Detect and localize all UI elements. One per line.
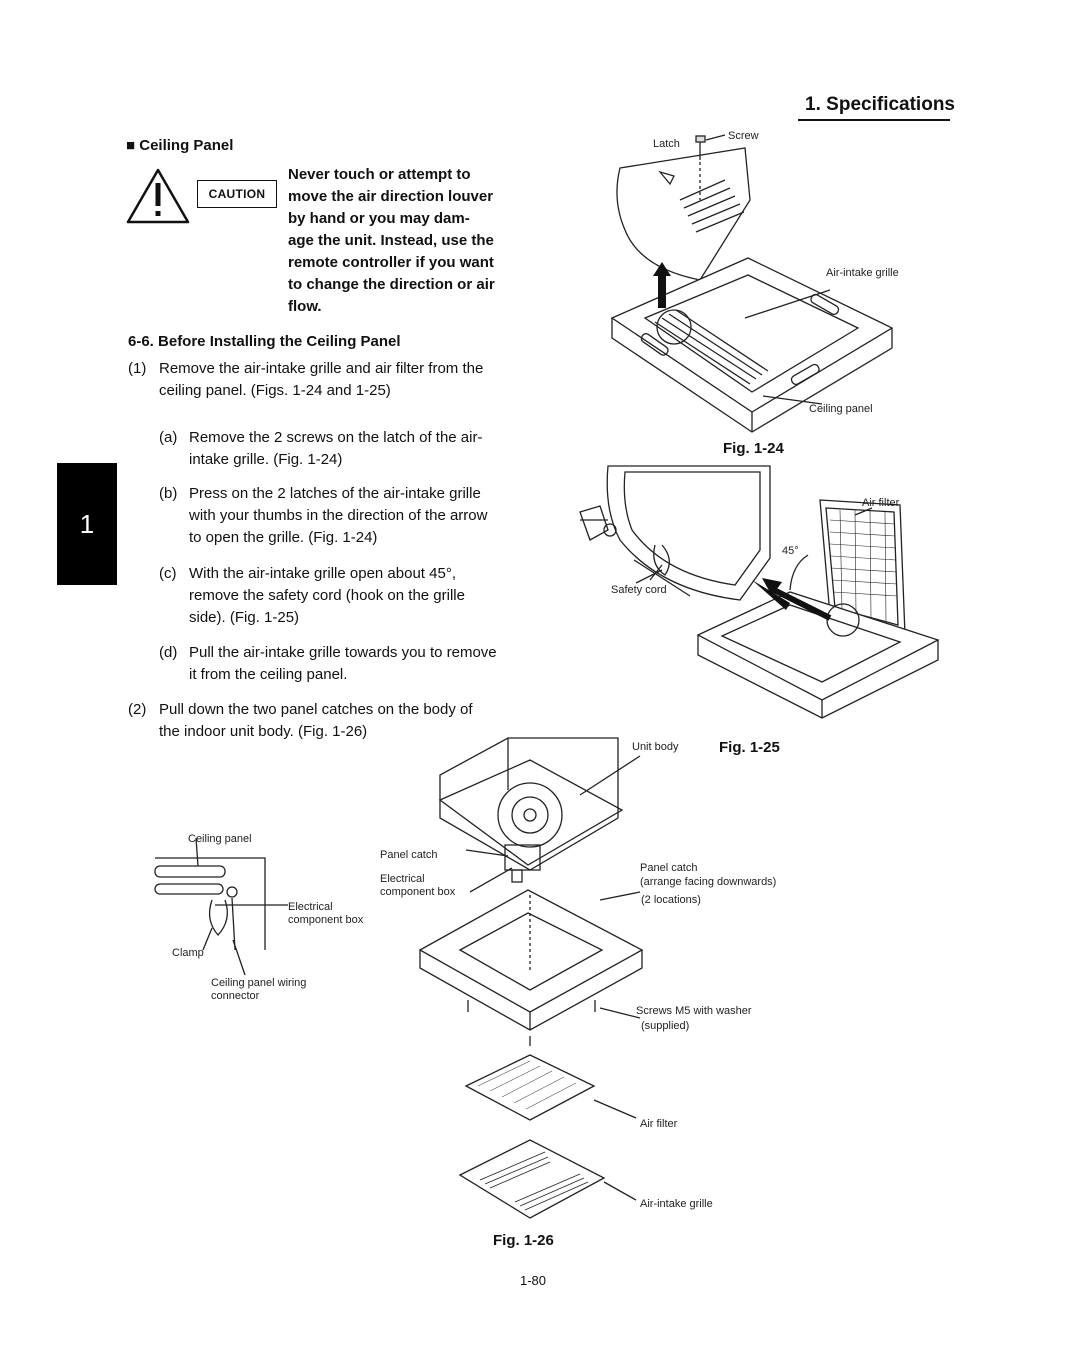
chapter-tab: 1 [57,463,117,585]
fig26-electrical-box-label: component box [380,886,456,898]
fig24-latch-label: Latch [653,138,680,150]
fig26-air-filter-label: Air filter [640,1118,678,1130]
step-marker: (d) [159,644,178,661]
fig26-ceiling-panel-label: Ceiling panel [188,833,252,845]
fig26-clamp-label: Clamp [172,947,204,959]
fig25-angle-label: 45° [782,545,799,557]
fig25-safety-cord-label: Safety cord [611,584,667,596]
step-text-line: Pull the air-intake grille towards you t… [189,644,497,661]
fig26-unit-body-label: Unit body [632,741,679,753]
step-marker: (c) [159,565,177,582]
section-title-underline [798,119,950,121]
step-text-line: side). (Fig. 1-25) [189,609,300,626]
fig26-arrange-facing-label: (arrange facing downwards) [640,876,777,888]
fig26-two-locations-label: (2 locations) [641,894,701,906]
fig26-title: Fig. 1-26 [493,1232,554,1249]
fig26-inset-electrical-label: Electrical [288,901,333,913]
fig26-air-intake-grille-label: Air-intake grille [640,1198,713,1210]
section-title: 1. Specifications [805,94,955,115]
step-text-line: remove the safety cord (hook on the gril… [189,587,465,604]
page-number: 1-80 [520,1273,547,1288]
fig24-air-intake-grille-label: Air-intake grille [826,267,899,279]
step-text-line: with your thumbs in the direction of the… [189,507,488,524]
step-text-line: intake grille. (Fig. 1-24) [189,451,343,468]
step-marker: (1) [128,360,147,377]
fig26-screws-label: Screws M5 with washer [636,1005,752,1017]
caution-text-line: Never touch or attempt to [288,166,471,183]
caution-text-line: flow. [288,298,322,315]
fig26-electrical-box-label: Electrical [380,873,425,885]
step-marker: (2) [128,701,147,718]
fig24-ceiling-panel-label: Ceiling panel [809,403,873,415]
step-text-line: to open the grille. (Fig. 1-24) [189,529,378,546]
caution-text-line: move the air direction louver [288,188,494,205]
caution-badge: CAUTION [197,180,277,208]
step-text-line: ceiling panel. (Figs. 1-24 and 1-25) [159,382,391,399]
step-text-line: Remove the 2 screws on the latch of the … [189,429,483,446]
step-text-line: it from the ceiling panel. [189,666,348,683]
fig26-wiring-connector-label: connector [211,990,260,1002]
fig26-panel-catch-right-label: Panel catch [640,862,698,874]
step-text-line: Press on the 2 latches of the air-intake… [189,485,481,502]
subsection-heading: 6-6. Before Installing the Ceiling Panel [128,333,401,350]
step-marker: (a) [159,429,178,446]
caution-text-line: age the unit. Instead, use the [288,232,494,249]
ceiling-panel-heading: ■ Ceiling Panel [126,137,234,154]
fig24-title: Fig. 1-24 [723,440,784,457]
caution-text-line: by hand or you may dam- [288,210,470,227]
caution-text-line: remote controller if you want [288,254,494,271]
fig26-inset-electrical-label: component box [288,914,364,926]
caution-text-line: to change the direction or air [288,276,495,293]
step-marker: (b) [159,485,178,502]
fig24-screw-label: Screw [728,130,759,142]
fig25-title: Fig. 1-25 [719,739,780,756]
step-text-line: the indoor unit body. (Fig. 1-26) [159,723,368,740]
fig26-wiring-connector-label: Ceiling panel wiring [211,977,307,989]
fig26-panel-catch-label: Panel catch [380,849,438,861]
step-text-line: Pull down the two panel catches on the b… [159,701,473,718]
fig26-supplied-label: (supplied) [641,1020,690,1032]
square-bullet-icon: ■ [126,137,136,154]
step-text-line: With the air-intake grille open about 45… [189,565,456,582]
fig25-air-filter-label: Air filter [862,497,900,509]
step-text-line: Remove the air-intake grille and air fil… [159,360,484,377]
